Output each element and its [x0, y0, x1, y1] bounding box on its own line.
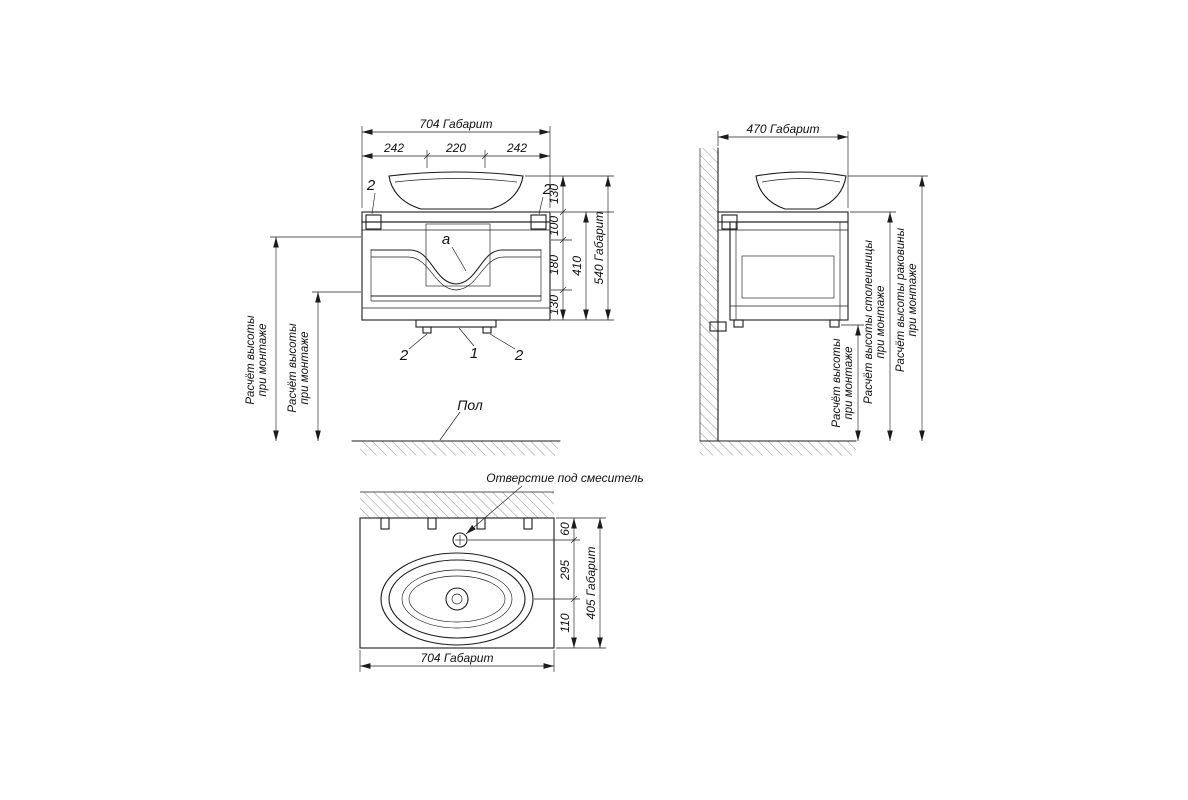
dim-405: 405 Габарит: [584, 547, 598, 620]
side-cabinet: [709, 221, 849, 332]
front-detail-a-area: [425, 223, 491, 287]
dim-295: 295: [558, 560, 572, 581]
top-basin: [380, 552, 534, 646]
drain-hole: [445, 587, 469, 611]
faucet-hole-label: Отверстие под смеситель: [486, 471, 643, 485]
mount-note-a2: при монтаже: [257, 323, 269, 396]
side-basin: [755, 171, 847, 210]
floor-label: Пол: [457, 397, 483, 413]
top-view: Отверстие под смеситель 60 295 110 405 Г…: [359, 471, 644, 672]
side-floor: [699, 440, 857, 456]
dim-704-top-view: 704 Габарит: [421, 651, 494, 665]
basin-note-2: при монтаже: [907, 263, 919, 336]
dim-130-basin: 130: [547, 184, 561, 204]
side-mount-note-2: при монтаже: [843, 346, 855, 419]
dim-110: 110: [558, 613, 572, 632]
front-view: Пол 704 Габарит 242 220 242: [245, 117, 614, 456]
callout-1: 1: [470, 345, 478, 362]
dim-470: 470 Габарит: [747, 122, 820, 136]
callout-2-foot-left: 2: [399, 347, 409, 364]
side-wall: [699, 147, 719, 442]
dim-60: 60: [558, 522, 572, 536]
front-countertop: [361, 211, 551, 223]
front-dim-right: 130 100 180 130 410 540 Габарит: [525, 175, 614, 321]
dim-410: 410: [570, 256, 584, 276]
front-floor: [351, 440, 561, 456]
mount-note-b2: при монтаже: [299, 331, 311, 404]
top-wall: [359, 491, 555, 530]
mount-note-b1: Расчёт высоты: [287, 323, 299, 413]
floor-leader: [439, 411, 461, 441]
top-dim-right: 60 295 110 405 Габарит: [468, 517, 606, 649]
side-dim-right: Расчёт высоты при монтаже Расчёт высоты …: [831, 175, 928, 441]
dim-220: 220: [445, 141, 466, 155]
front-cabinet: [361, 221, 551, 321]
front-basin: [388, 171, 524, 213]
countertop-note-2: при монтаже: [875, 285, 887, 358]
faucet-hole: [452, 532, 468, 548]
front-feet: [415, 319, 497, 334]
callout-a: a: [442, 231, 450, 248]
dim-242-left: 242: [383, 141, 404, 155]
top-dim-bottom: 704 Габарит: [359, 650, 555, 672]
side-drain-pipe: [709, 321, 727, 332]
dim-704-front: 704 Габарит: [420, 117, 493, 131]
dim-130-bottom: 130: [547, 295, 561, 315]
countertop-note-1: Расчёт высоты столешницы: [863, 239, 875, 403]
callout-2-top-right: 2: [542, 181, 552, 198]
side-mount-note-1: Расчёт высоты: [831, 338, 843, 428]
side-view: 470 Габарит Расчёт высоты при монтаже Ра…: [699, 122, 928, 456]
callout-2-top-left: 2: [366, 177, 376, 194]
front-dim-top: 704 Габарит 242 220 242: [361, 117, 551, 208]
front-dim-left: Расчёт высоты при монтаже Расчёт высоты …: [245, 236, 361, 441]
dim-242-right: 242: [506, 141, 527, 155]
faucet-leader: [465, 485, 523, 535]
top-countertop: [359, 517, 555, 649]
side-dim-top: 470 Габарит: [717, 122, 849, 208]
dim-540: 540 Габарит: [592, 212, 606, 285]
dim-100: 100: [547, 216, 561, 236]
mount-note-a1: Расчёт высоты: [245, 315, 257, 405]
basin-note-1: Расчёт высоты раковины: [895, 227, 907, 372]
front-callouts: 2 2 a 2 1 2: [366, 177, 552, 364]
dim-180: 180: [547, 255, 561, 275]
callout-2-foot-right: 2: [514, 347, 524, 364]
